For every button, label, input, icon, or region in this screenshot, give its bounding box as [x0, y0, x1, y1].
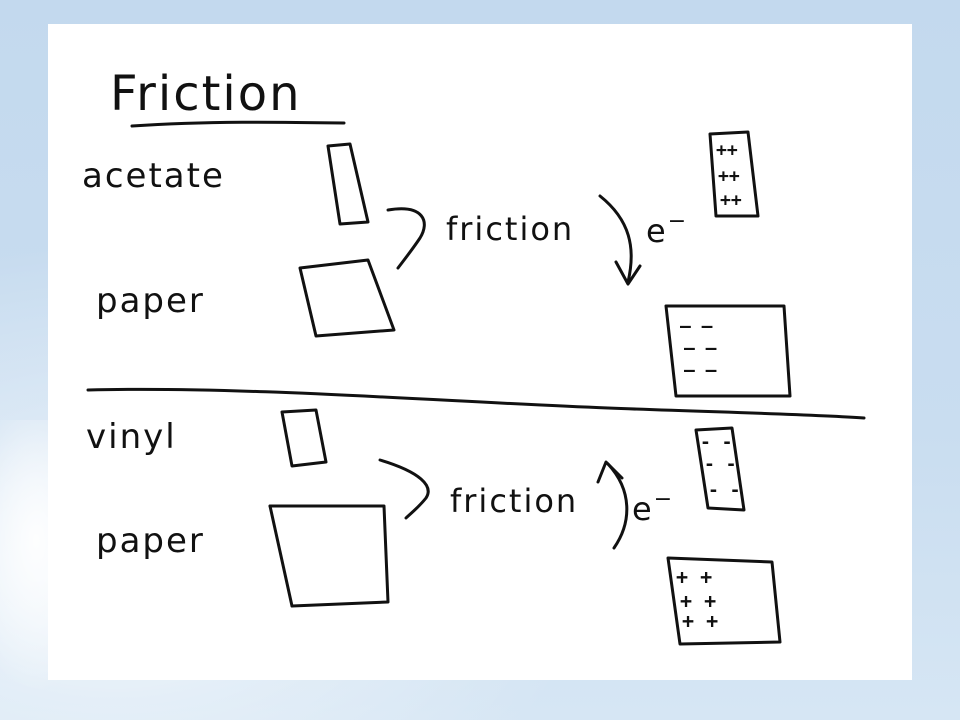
electron-label-bottom: e−	[632, 487, 674, 528]
label-vinyl: vinyl	[86, 417, 177, 457]
vinyl-charge-row-2: - -	[704, 454, 737, 475]
vinyl-strip	[280, 408, 328, 468]
paper-sheet-bottom-left-edge	[268, 504, 294, 608]
acetate-charge-row-1: ++	[716, 140, 738, 161]
charged-paper-sheet-top	[664, 304, 792, 398]
electron-arrow-up-head	[596, 460, 624, 484]
electron-arrow-down-head	[614, 260, 642, 286]
label-paper-bottom: paper	[96, 521, 205, 561]
paper-plus-row-3: + +	[682, 609, 718, 633]
brace-bottom	[378, 458, 430, 520]
electron-superscript-top: −	[668, 209, 688, 234]
acetate-strip	[326, 142, 370, 226]
charged-paper-sheet-bottom	[666, 556, 782, 646]
vinyl-charge-row-1: - -	[700, 432, 733, 453]
electron-label-top: e−	[646, 209, 688, 250]
charged-acetate-strip	[708, 130, 760, 218]
label-friction-bottom: friction	[450, 482, 578, 520]
paper-plus-row-2: + +	[680, 589, 716, 613]
electron-arrow-up	[606, 462, 629, 550]
label-acetate: acetate	[82, 156, 225, 196]
whiteboard-sketch: Friction acetate paper friction e− ++ ++…	[48, 24, 912, 680]
acetate-charge-row-2: ++	[718, 166, 740, 187]
vinyl-charge-row-3: - -	[708, 480, 741, 501]
diagram-title: Friction	[110, 66, 302, 122]
label-paper-top: paper	[96, 281, 205, 321]
paper-sheet-top	[298, 258, 396, 338]
acetate-charge-row-3: ++	[720, 190, 742, 211]
brace-top	[386, 207, 426, 270]
friction-diagram: Friction acetate paper friction e− ++ ++…	[82, 66, 866, 646]
paper-sheet-bottom	[268, 504, 390, 608]
paper-charge-row-3: — —	[684, 360, 717, 381]
electron-symbol-top: e	[646, 212, 668, 250]
electron-arrow-down	[598, 194, 633, 284]
paper-charge-row-2: — —	[684, 338, 717, 359]
title-underline	[130, 120, 346, 128]
charged-vinyl-strip	[694, 426, 746, 512]
paper-charge-row-1: — —	[680, 316, 713, 337]
electron-superscript-bottom: −	[654, 487, 674, 512]
label-friction-top: friction	[446, 210, 574, 248]
section-divider	[86, 387, 866, 420]
paper-plus-row-1: + +	[676, 565, 712, 589]
electron-symbol-bottom: e	[632, 490, 654, 528]
